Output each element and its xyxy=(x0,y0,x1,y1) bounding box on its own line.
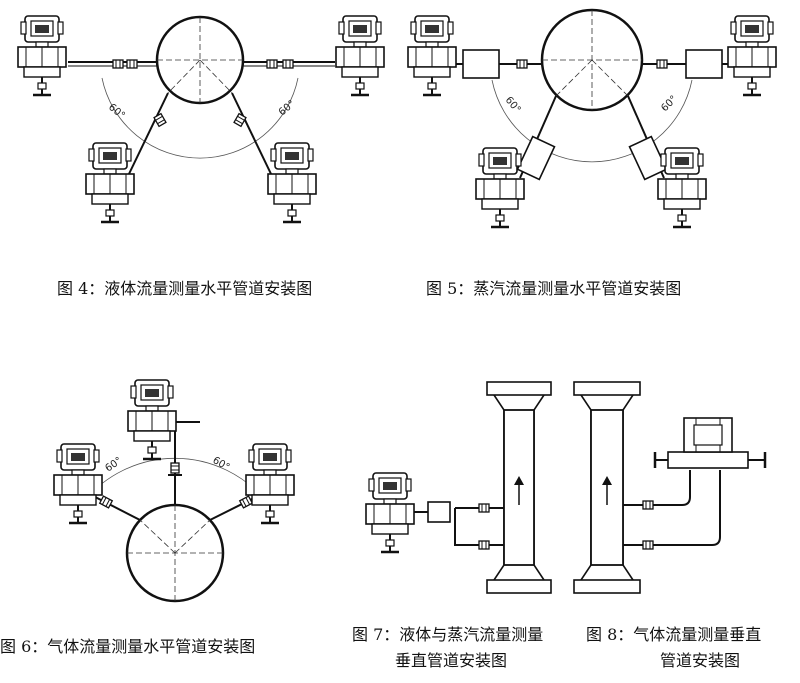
transmitter-icon xyxy=(266,141,318,224)
transmitter-icon xyxy=(244,442,296,525)
figure-8-diagram xyxy=(573,381,767,594)
condensate-pot xyxy=(685,49,723,79)
transmitter-icon xyxy=(334,14,386,97)
figure-7-caption-line-2: 垂直管道安装图 xyxy=(395,651,508,670)
angle-label: 60° xyxy=(503,95,523,116)
angle-label: 60° xyxy=(106,102,127,122)
transmitter-icon xyxy=(364,471,416,554)
angle-label: 60° xyxy=(277,98,298,118)
transmitter-icon xyxy=(126,378,178,461)
figure-6-diagram: 60° 60° xyxy=(52,378,296,603)
flow-arrow-icon xyxy=(602,476,612,485)
transmitter-icon xyxy=(52,442,104,525)
transmitter-icon xyxy=(683,417,733,453)
figure-5-diagram: 60° 60° xyxy=(406,8,778,229)
transmitter-icon xyxy=(406,14,458,97)
figure-4-diagram: 60° 60° xyxy=(16,14,386,224)
condensate-pot xyxy=(628,135,668,181)
figure-5-caption: 图 5：蒸汽流量测量水平管道安装图 xyxy=(426,279,682,298)
figure-8-caption-line-1: 图 8：气体流量测量垂直 xyxy=(586,625,762,644)
figure-4-caption: 图 4：液体流量测量水平管道安装图 xyxy=(57,279,313,298)
transmitter-icon xyxy=(16,14,68,97)
transmitter-icon xyxy=(656,146,708,229)
flow-arrow-icon xyxy=(514,476,524,485)
condensate-pot xyxy=(462,49,500,79)
transmitter-icon xyxy=(474,146,526,229)
transmitter-icon xyxy=(84,141,136,224)
figure-6-caption: 图 6：气体流量测量水平管道安装图 xyxy=(0,637,256,656)
figure-7-diagram xyxy=(364,381,552,594)
condensate-pot xyxy=(427,501,451,523)
figure-7-caption-line-1: 图 7：液体与蒸汽流量测量 xyxy=(352,625,544,644)
transmitter-icon xyxy=(726,14,778,97)
condensate-pot xyxy=(516,135,556,181)
angle-label: 60° xyxy=(659,94,679,114)
figure-8-caption-line-2: 管道安装图 xyxy=(660,651,741,670)
